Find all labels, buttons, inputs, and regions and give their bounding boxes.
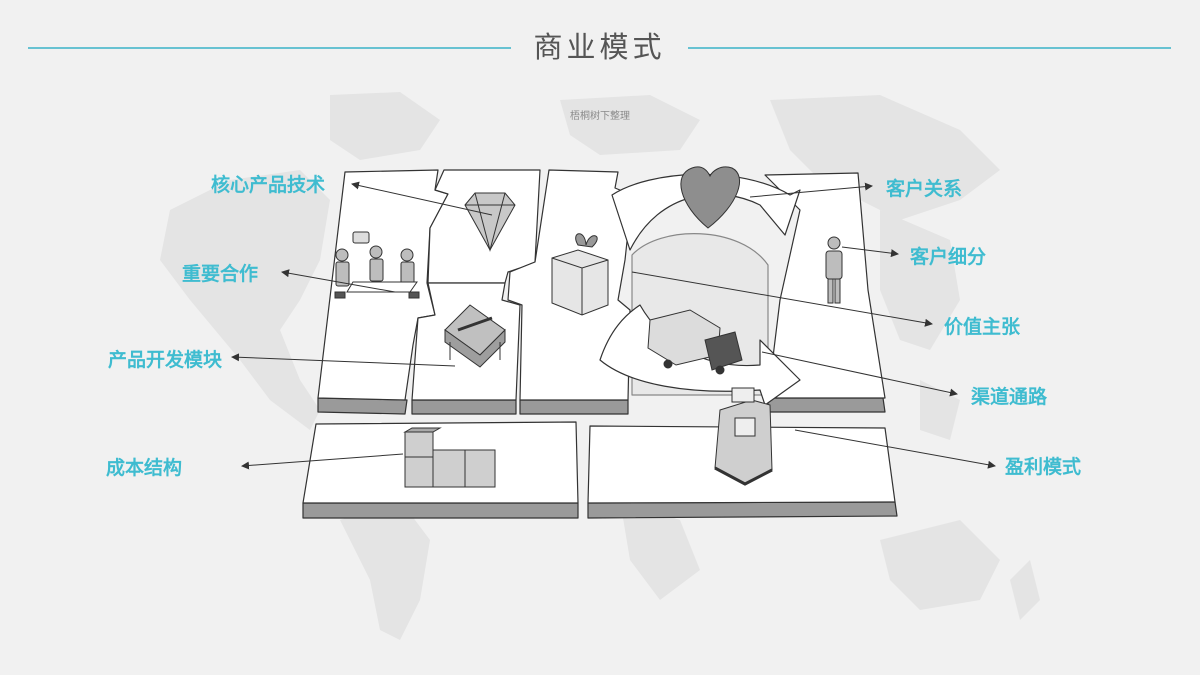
page-title: 商业模式	[533, 30, 666, 64]
label-channels: 渠道通路	[971, 386, 1048, 408]
block-customer-segments	[764, 172, 886, 413]
title-rule-left	[28, 47, 511, 49]
gift-box-icon	[551, 233, 609, 316]
delivery-truck-icon	[647, 309, 743, 375]
title-rule-right	[688, 47, 1171, 49]
heart-icon	[680, 166, 741, 229]
atm-machine-icon	[714, 387, 773, 486]
customer-person-icon	[825, 236, 843, 304]
label-value-propositions: 价值主张	[944, 316, 1021, 338]
label-key-activities: 产品开发模块	[108, 349, 223, 371]
label-customer-relationships: 客户关系	[886, 178, 963, 200]
page-subtitle: 梧桐树下整理	[570, 111, 630, 122]
leader-lines	[231, 181, 996, 470]
label-key-partners: 重要合作	[182, 263, 259, 285]
label-revenue-streams: 盈利模式	[1005, 456, 1082, 478]
label-cost-structure: 成本结构	[106, 457, 183, 479]
diamond-icon	[464, 192, 516, 252]
stacked-blocks-icon	[403, 427, 496, 488]
relationship-arrow	[611, 173, 801, 251]
label-customer-segments: 客户细分	[910, 246, 987, 268]
workbench-tools-icon	[444, 304, 506, 368]
meeting-people-icon	[334, 231, 420, 299]
label-key-resources: 核心产品技术	[211, 174, 326, 196]
